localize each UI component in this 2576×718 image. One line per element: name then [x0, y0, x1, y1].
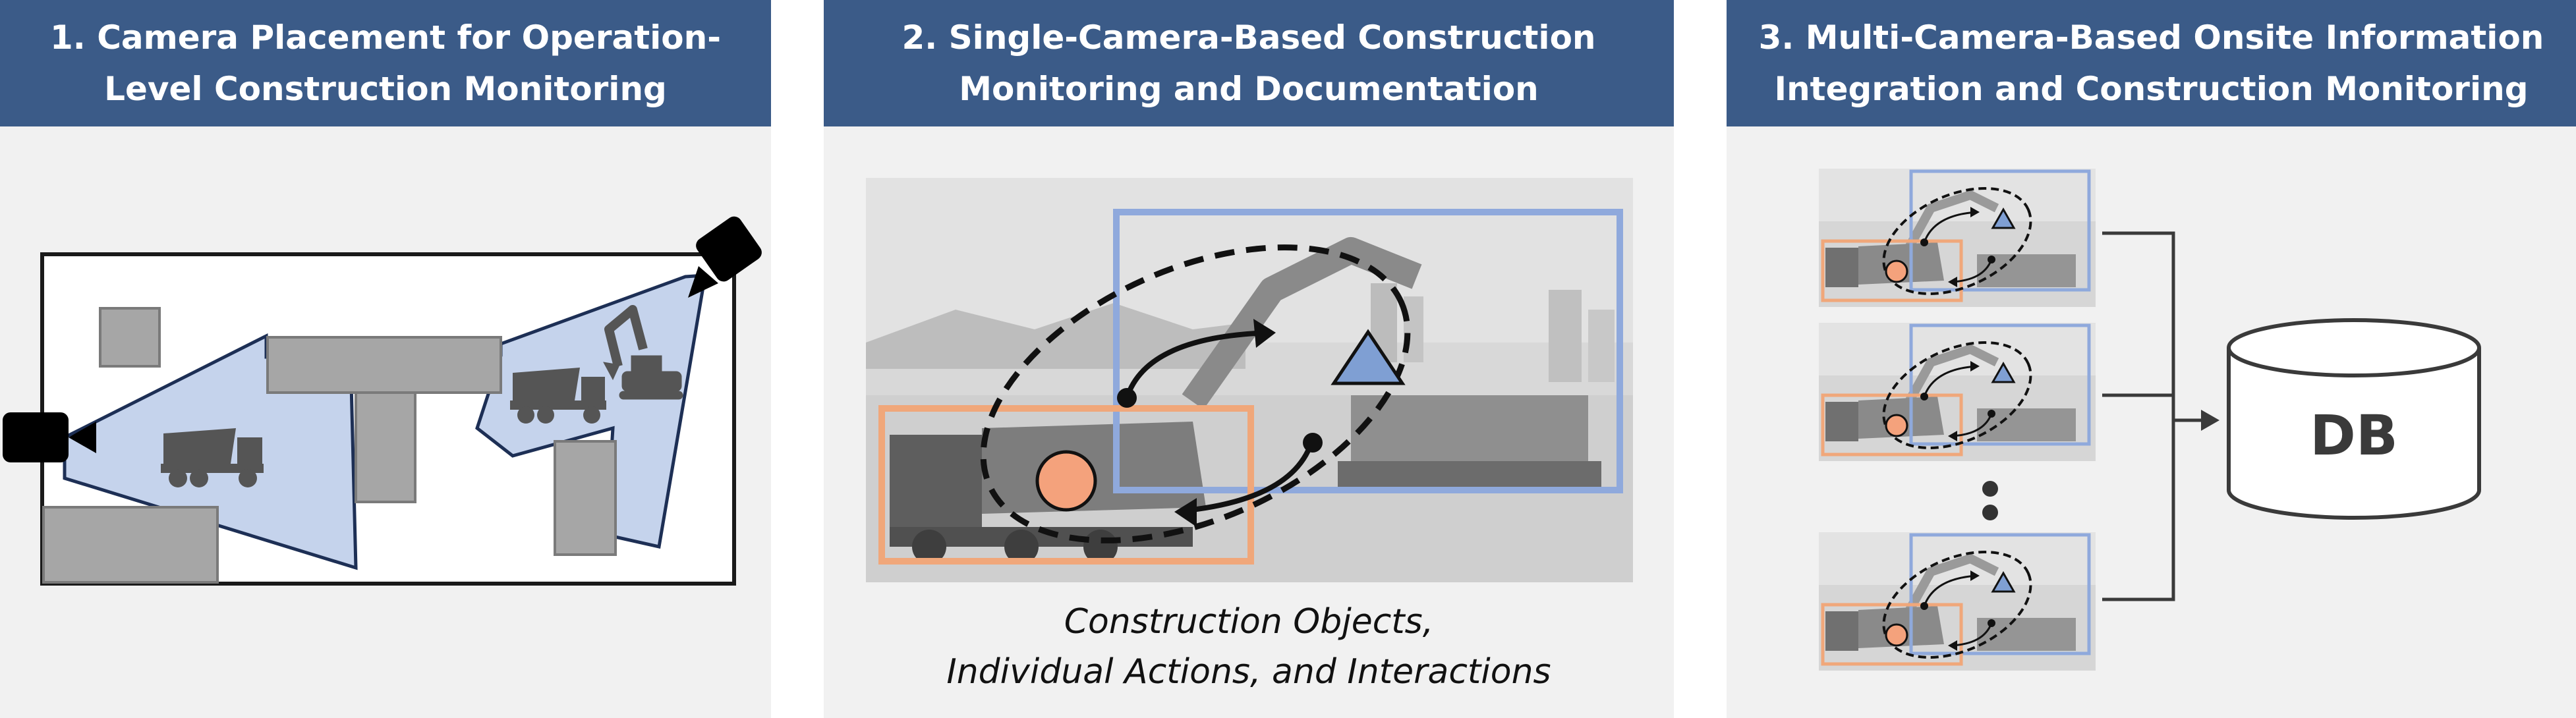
single-camera-frame [866, 178, 1633, 582]
site-plan-diagram [3, 216, 762, 586]
interaction-arrow [1124, 330, 1273, 399]
panel-camera-placement: 1. Camera Placement for Operation- Level… [0, 0, 771, 718]
database-icon [2227, 318, 2481, 520]
panel-2-title-line-1: 2. Single-Camera-Based Construction [902, 18, 1596, 57]
obstacle [554, 440, 617, 556]
arrowhead [1174, 498, 1197, 527]
camera-icon [688, 216, 762, 298]
panel-3-title-line-1: 3. Multi-Camera-Based Onsite Information [1758, 18, 2544, 57]
multi-camera-diagram: DB [1727, 0, 2481, 718]
truck-bounding-box [878, 405, 1254, 565]
dump-truck-icon [161, 428, 264, 487]
action-point [1117, 388, 1137, 408]
caption-line-2: Individual Actions, and Interactions [946, 652, 1551, 692]
action-point [1303, 433, 1323, 453]
ellipsis-dot [1982, 505, 1998, 520]
arrowhead [1253, 319, 1276, 348]
camera-view-thumbnail [1819, 321, 2096, 469]
obstacle [266, 336, 502, 394]
panel-3-title-line-2: Integration and Construction Monitoring [1774, 70, 2529, 108]
panel-1-header: 1. Camera Placement for Operation- Level… [0, 0, 771, 126]
panel-1-title-line-1: 1. Camera Placement for Operation- [50, 18, 721, 57]
panel-2-header: 2. Single-Camera-Based Construction Moni… [824, 0, 1674, 126]
panel-2-title-line-2: Monitoring and Documentation [959, 70, 1539, 108]
ellipsis-dot [1982, 481, 1998, 497]
camera-view-thumbnail [1819, 167, 2096, 315]
interaction-ellipse [980, 244, 1411, 543]
truck-marker [1035, 450, 1097, 512]
panel-3-header: 3. Multi-Camera-Based Onsite Information… [1727, 0, 2576, 126]
panel-2-caption: Construction Objects, Individual Actions… [824, 597, 1674, 697]
camera-icon [3, 412, 96, 462]
dump-truck-icon [510, 368, 606, 424]
db-label: DB [2310, 403, 2398, 468]
excavator-marker [1331, 329, 1406, 385]
obstacle [42, 506, 219, 584]
obstacle [355, 391, 416, 503]
panel-multi-camera: 3. Multi-Camera-Based Onsite Information… [1727, 0, 2576, 718]
camera-view-thumbnail [1819, 531, 2096, 678]
panel-1-title-line-2: Level Construction Monitoring [104, 70, 667, 108]
arrowhead [2201, 410, 2219, 431]
obstacle [99, 307, 161, 368]
interaction-arrow [1179, 441, 1314, 514]
connector-lines [2102, 231, 2208, 601]
panel-single-camera: 2. Single-Camera-Based Construction Moni… [824, 0, 1674, 718]
excavator-icon [603, 305, 683, 400]
caption-line-1: Construction Objects, [1064, 602, 1434, 642]
excavator-bounding-box [1113, 209, 1623, 493]
